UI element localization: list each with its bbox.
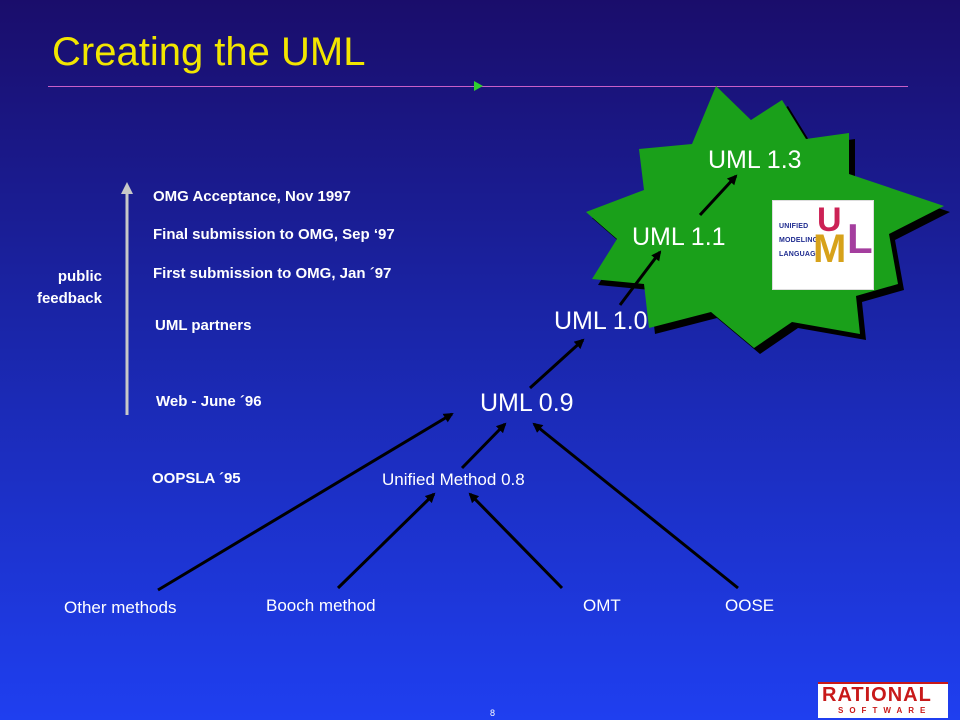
- node-uml-1-3: UML 1.3: [708, 146, 802, 174]
- slide-title: Creating the UML: [52, 30, 366, 74]
- edge-uml10-to-uml11: [618, 250, 662, 306]
- edge-oose-to-uml09: [532, 422, 739, 590]
- feedback-label-line1: public: [57, 268, 102, 285]
- node-uml-1-1: UML 1.1: [632, 223, 726, 251]
- feedback-label: public feedback: [20, 266, 102, 310]
- feedback-label-line2: feedback: [36, 290, 102, 307]
- uml-logo-l: L: [847, 215, 873, 262]
- node-uml-0-9: UML 0.9: [480, 389, 574, 417]
- page-number: 8: [490, 708, 496, 718]
- node-uml-1-0: UML 1.0: [554, 307, 648, 335]
- rational-software-logo: RATIONAL SOFTWARE: [818, 682, 948, 718]
- node-omt: OMT: [583, 596, 621, 615]
- edge-omt-to-unified: [468, 492, 564, 590]
- edge-uml11-to-uml13: [698, 174, 738, 217]
- uml-logo-u: U: [817, 201, 842, 239]
- node-oose: OOSE: [725, 596, 775, 615]
- edge-uml09-to-uml10: [528, 338, 585, 390]
- edge-booch-to-unified: [336, 492, 436, 590]
- uml-logo-line3: LANGUAGE: [779, 251, 821, 258]
- timeline-item-first-submission: First submission to OMG, Jan ´97: [153, 265, 392, 282]
- rational-logo-line1: RATIONAL: [822, 684, 932, 706]
- uml-logo-m: M: [813, 227, 847, 271]
- node-booch-method: Booch method: [266, 596, 376, 615]
- timeline-arrow-head: [121, 182, 133, 194]
- edge-unified-to-uml09: [460, 422, 507, 470]
- timeline-item-web: Web - June ´96: [156, 393, 262, 410]
- divider-arrow-icon: [474, 81, 483, 91]
- uml-logo-line1: UNIFIED: [779, 223, 809, 230]
- uml-logo: UNIFIED MODELING LANGUAGE U M L: [772, 200, 874, 290]
- uml-logo-line2: MODELING: [779, 237, 819, 244]
- timeline-item-uml-partners: UML partners: [155, 317, 252, 334]
- edge-other-to-uml09: [157, 412, 454, 592]
- timeline-item-final-submission: Final submission to OMG, Sep ‘97: [153, 226, 395, 243]
- timeline-item-omg-acceptance: OMG Acceptance, Nov 1997: [153, 188, 351, 205]
- node-unified-method-0-8: Unified Method 0.8: [382, 470, 525, 489]
- rational-logo-line2: SOFTWARE: [838, 706, 932, 715]
- node-other-methods: Other methods: [64, 598, 177, 617]
- timeline-item-oopsla: OOPSLA ´95: [152, 470, 241, 487]
